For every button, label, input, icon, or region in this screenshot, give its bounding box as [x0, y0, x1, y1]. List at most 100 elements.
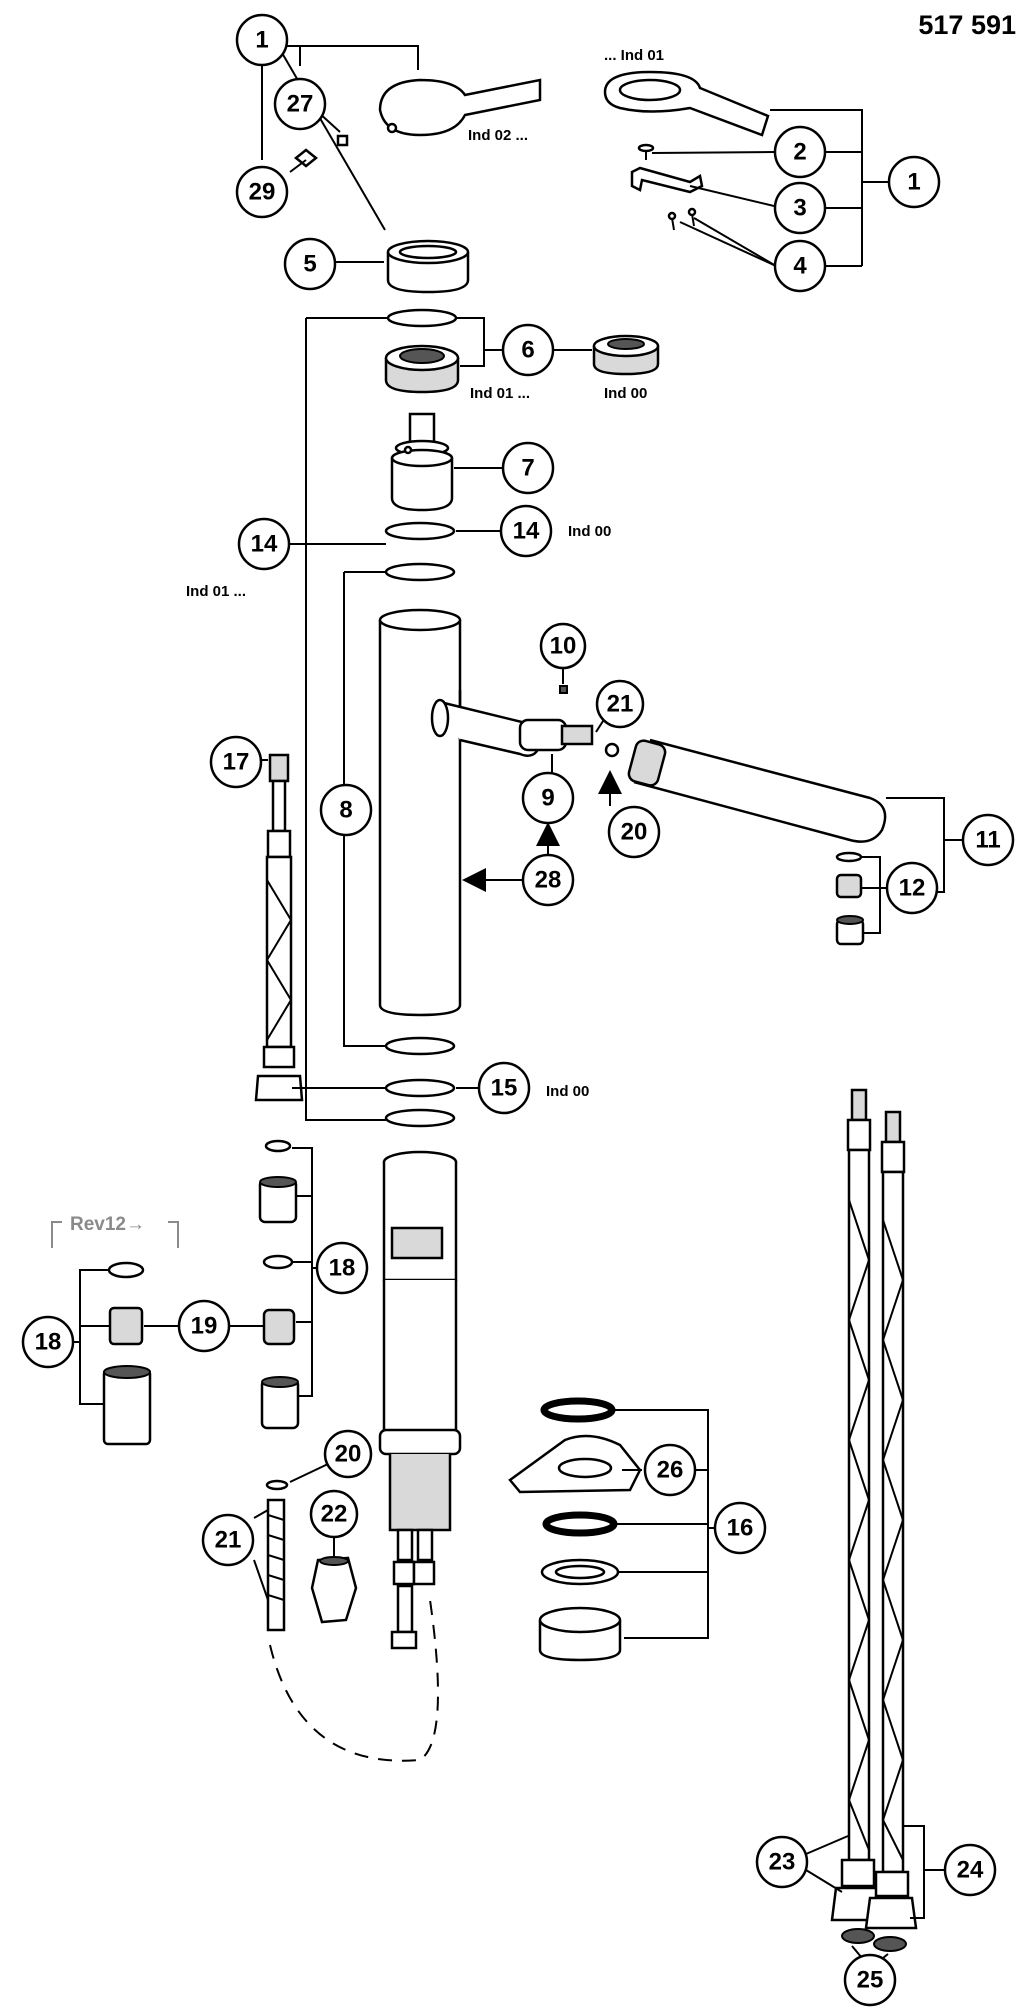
svg-text:9: 9 [541, 785, 554, 812]
leader-lines [51, 45, 964, 1963]
svg-text:26: 26 [657, 1457, 684, 1484]
o-ring [384, 1036, 456, 1056]
callout-14-right: 14 [499, 504, 553, 558]
svg-text:28: 28 [535, 867, 562, 894]
svg-text:18: 18 [35, 1329, 62, 1356]
mounting-kit [508, 1397, 642, 1662]
parts-drawings [102, 70, 918, 1952]
callout-bubbles: 1 27 29 5 2 3 4 1 6 7 14 14 10 21 9 20 1… [21, 13, 1015, 2007]
pins-part [667, 207, 697, 231]
supply-hose-left [254, 753, 304, 1102]
mixer-body [378, 608, 543, 1017]
supply-hoses-right [830, 1088, 918, 1952]
svg-text:24: 24 [957, 1857, 984, 1884]
cartridge-nut-ind01 [384, 344, 460, 394]
svg-text:10: 10 [550, 633, 577, 660]
callout-1-right: 1 [887, 155, 941, 209]
label-ind00-part15: Ind 00 [546, 1083, 589, 1100]
bracket-part [630, 166, 704, 194]
cartridge-nut-ind00 [592, 334, 660, 376]
svg-text:19: 19 [191, 1313, 218, 1340]
callout-14-left: 14 [237, 517, 291, 571]
o-ring [384, 521, 456, 541]
callout-24: 24 [943, 1843, 997, 1897]
svg-text:7: 7 [521, 455, 534, 482]
lower-body [378, 1150, 462, 1650]
callout-4: 4 [773, 239, 827, 293]
label-ind01-part6: Ind 01 ... [470, 385, 530, 402]
callout-3: 3 [773, 181, 827, 235]
handle-lever-ind02 [378, 78, 542, 137]
svg-text:23: 23 [769, 1849, 796, 1876]
svg-text:16: 16 [727, 1515, 754, 1542]
dashed-connection [269, 1599, 439, 1762]
callout-8: 8 [319, 783, 373, 837]
callout-18-left: 18 [21, 1315, 75, 1369]
callout-28: 28 [521, 853, 575, 907]
cartridge-part [390, 412, 454, 512]
o-ring [384, 562, 456, 582]
svg-text:11: 11 [975, 827, 1000, 854]
label-ind01-left: Ind 01 ... [186, 583, 246, 600]
callout-15: 15 [477, 1061, 531, 1115]
svg-text:8: 8 [339, 797, 352, 824]
fittings-rev12 [102, 1261, 152, 1446]
callout-6: 6 [501, 323, 555, 377]
o-ring [384, 1108, 456, 1128]
callout-25: 25 [843, 1953, 897, 2007]
svg-text:21: 21 [607, 691, 634, 718]
svg-text:14: 14 [513, 518, 540, 545]
o-ring [384, 1078, 456, 1098]
callout-11: 11 [961, 813, 1015, 867]
svg-text:18: 18 [329, 1255, 356, 1282]
spout-part [627, 738, 887, 843]
svg-text:17: 17 [223, 749, 250, 776]
svg-text:29: 29 [249, 179, 276, 206]
svg-text:25: 25 [857, 1967, 884, 1994]
callout-19: 19 [177, 1299, 231, 1353]
callout-2: 2 [773, 125, 827, 179]
callout-7: 7 [501, 441, 555, 495]
callout-26: 26 [643, 1443, 697, 1497]
callout-1-top: 1 [235, 13, 289, 67]
svg-text:14: 14 [251, 531, 278, 558]
callout-23: 23 [755, 1835, 809, 1889]
aerator-parts [835, 851, 865, 946]
screw-part [637, 143, 655, 160]
fittings-column [258, 1139, 300, 1430]
svg-text:27: 27 [287, 91, 314, 118]
callout-21-bottom: 21 [201, 1513, 255, 1567]
callout-27: 27 [273, 77, 327, 131]
callout-5: 5 [283, 237, 337, 291]
document-number: 517 591 [918, 10, 1016, 40]
label-ind02: Ind 02 ... [468, 127, 528, 144]
handle-lever-ind01 [603, 70, 770, 137]
svg-text:5: 5 [303, 251, 316, 278]
callout-9: 9 [521, 771, 575, 825]
cap-part [386, 239, 470, 294]
label-ind01-top: ... Ind 01 [604, 47, 664, 64]
callout-22: 22 [309, 1489, 359, 1539]
svg-text:21: 21 [215, 1527, 242, 1554]
callout-12: 12 [885, 861, 939, 915]
svg-text:2: 2 [793, 139, 806, 166]
svg-text:1: 1 [907, 169, 920, 196]
svg-text:4: 4 [793, 253, 807, 280]
label-rev12: Rev12→ [70, 1214, 145, 1235]
callout-18-right: 18 [315, 1241, 369, 1295]
svg-text:15: 15 [491, 1075, 518, 1102]
screw-part [559, 685, 568, 694]
spray-hose-parts [265, 1479, 439, 1762]
callout-16: 16 [713, 1501, 767, 1555]
callout-20-bottom: 20 [323, 1429, 373, 1479]
o-ring [386, 308, 458, 328]
callout-29: 29 [235, 165, 289, 219]
svg-text:1: 1 [255, 27, 268, 54]
label-ind00-part6: Ind 00 [604, 385, 647, 402]
svg-text:6: 6 [521, 337, 534, 364]
svg-text:12: 12 [899, 875, 926, 902]
diverter-valve [518, 718, 620, 758]
svg-text:20: 20 [335, 1441, 362, 1468]
